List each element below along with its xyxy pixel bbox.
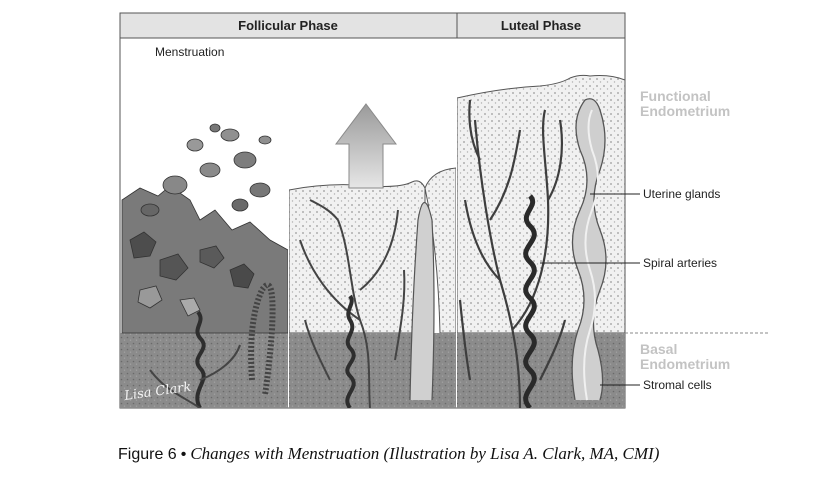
basal-endometrium-label-2: Endometrium <box>640 356 730 372</box>
remnant-gland <box>248 282 276 396</box>
luteal-phase-header: Luteal Phase <box>501 18 581 33</box>
menstruation-label: Menstruation <box>155 45 224 59</box>
functional-endometrium-label-2: Endometrium <box>640 103 730 119</box>
growth-arrow-icon <box>335 103 397 189</box>
spiral-artery <box>345 294 356 408</box>
uterine-glands-label: Uterine glands <box>643 187 720 201</box>
functional-layer <box>289 180 426 334</box>
spiral-artery <box>523 194 537 408</box>
spiral-arteries-label: Spiral arteries <box>643 256 717 270</box>
basal-endometrium-label: Basal <box>640 341 677 357</box>
artery-tree <box>299 199 406 408</box>
functional-endometrium-label: Functional <box>640 88 711 104</box>
luteal-panel <box>457 74 625 408</box>
caption-prefix: Figure 6 <box>118 446 177 463</box>
shedding-tissue <box>121 123 288 334</box>
figure-caption: Figure 6•Changes with Menstruation (Illu… <box>118 444 818 464</box>
follicular-phase-header: Follicular Phase <box>238 18 338 33</box>
uterine-gland <box>409 201 435 401</box>
phase-header-bar <box>119 12 626 39</box>
menstruation-panel <box>120 123 288 408</box>
spiral-artery-remnant <box>195 310 206 408</box>
stromal-cells-label: Stromal cells <box>643 378 712 392</box>
proliferative-panel <box>289 167 456 408</box>
caption-title: Changes with Menstruation (Illustration … <box>190 444 660 463</box>
caption-bullet: • <box>180 446 187 463</box>
